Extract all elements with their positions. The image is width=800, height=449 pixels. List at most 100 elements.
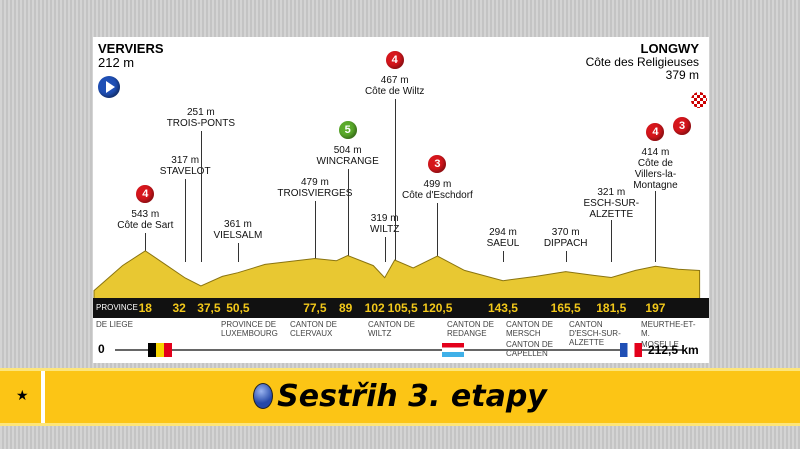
altitude-stem <box>611 211 613 262</box>
climb-badge: 4 <box>136 185 155 203</box>
distance-start: 0 <box>98 342 105 356</box>
region-label: CANTON DE MERSCH <box>506 320 553 338</box>
route-line <box>115 349 683 351</box>
altitude-stem <box>437 203 439 262</box>
region-label: PROVINCE DE LUXEMBOURG <box>221 320 278 338</box>
altitude-stem <box>145 233 147 262</box>
start-play-icon[interactable] <box>98 76 120 98</box>
point-name: TROISVIERGES <box>277 188 353 199</box>
video-title: Sestřih 3. etapy <box>0 379 800 414</box>
start-altitude: 212 m <box>98 55 135 70</box>
finish-town: LONGWY <box>640 41 700 56</box>
point-altitude: 251 m <box>186 107 215 118</box>
point-name: Côte d'Eschdorf <box>402 190 473 201</box>
point-altitude: 499 m <box>423 179 452 190</box>
km-mark: 181,5 <box>596 301 627 315</box>
climb-badge: 3 <box>428 155 447 173</box>
finish-climb: Côte des Religieuses <box>585 55 699 69</box>
point-name: TROIS-PONTS <box>166 118 236 129</box>
region-label: MOSELLE <box>641 340 679 349</box>
point-altitude: 294 m <box>489 227 517 238</box>
point-altitude: 414 m <box>641 147 670 158</box>
altitude-stem <box>384 237 386 262</box>
climb-badge: 4 <box>646 123 665 141</box>
altitude-stem <box>314 201 316 262</box>
video-title-banner: ★ Sestřih 3. etapy <box>0 368 800 426</box>
point-altitude: 467 m <box>380 75 409 86</box>
region-label: MEURTHE-ET-M. <box>641 320 696 338</box>
altitude-stem <box>502 251 504 262</box>
point-altitude: 361 m <box>224 219 252 230</box>
star-icon: ★ <box>16 387 29 403</box>
altitude-stem <box>237 243 239 262</box>
france-flag-icon <box>620 343 642 357</box>
profile-area <box>93 250 701 300</box>
altitude-stem <box>200 131 202 262</box>
star-box: ★ <box>0 371 45 423</box>
point-name: WILTZ <box>370 224 400 235</box>
km-mark: 18 <box>138 301 152 315</box>
point-name: VIELSALM <box>213 230 263 241</box>
finish-climb-badge: 3 <box>673 117 691 135</box>
altitude-stem <box>565 251 567 262</box>
elevation-profile <box>93 250 701 300</box>
km-mark: 197 <box>645 301 666 315</box>
region-label: CANTON DE REDANGE <box>447 320 494 338</box>
start-town: VERVIERS <box>98 41 164 56</box>
altitude-stem <box>394 99 396 262</box>
point-name: STAVELOT <box>159 166 211 177</box>
altitude-stem <box>655 171 657 262</box>
point-name: ESCH-SUR-ALZETTE <box>583 198 640 220</box>
blue-ball-icon <box>253 383 274 409</box>
point-altitude: 319 m <box>370 213 399 224</box>
finish-altitude: 379 m <box>665 68 699 82</box>
climb-badge: 4 <box>385 51 404 69</box>
province-label: PROVINCE <box>96 303 138 312</box>
distance-total: 212,5 km <box>648 343 699 357</box>
finish-flag-icon <box>691 92 707 108</box>
point-name: Côte de Wiltz <box>364 86 425 97</box>
region-label: CANTON DE CAPELLEN <box>506 340 553 358</box>
point-name: WINCRANGE <box>316 156 379 167</box>
stage-profile: VERVIERS 212 m LONGWY Côte des Religieus… <box>93 37 709 363</box>
title-text: Sestřih 3. etapy <box>277 379 547 414</box>
point-altitude: 479 m <box>300 177 329 188</box>
point-altitude: 317 m <box>171 155 200 166</box>
point-altitude: 543 m <box>131 209 160 220</box>
altitude-stem <box>347 169 349 262</box>
point-name: Côte de Villers-la-Montagne <box>633 158 678 191</box>
km-mark: 120,5 <box>422 301 453 315</box>
km-mark: 143,5 <box>487 301 518 315</box>
km-mark: 37,5 <box>197 301 221 315</box>
point-name: Côte de Sart <box>117 220 174 231</box>
sprint-badge: 5 <box>338 121 357 139</box>
km-mark: 50,5 <box>226 301 250 315</box>
point-altitude: 504 m <box>333 145 362 156</box>
luxembourg-flag-icon <box>442 343 464 357</box>
point-altitude: 370 m <box>551 227 580 238</box>
km-mark: 89 <box>338 301 353 315</box>
km-mark: 32 <box>172 301 186 315</box>
point-altitude: 321 m <box>597 187 626 198</box>
km-mark: 102 <box>364 301 385 315</box>
point-name: SAEUL <box>486 238 520 249</box>
region-label: CANTON D'ESCH-SUR-ALZETTE <box>569 320 621 347</box>
region-label: CANTON DE WILTZ <box>368 320 415 338</box>
altitude-stem <box>185 179 187 262</box>
km-mark: 77,5 <box>303 301 327 315</box>
km-mark: 105,5 <box>387 301 418 315</box>
region-label: DE LIEGE <box>96 320 133 329</box>
point-name: DIPPACH <box>543 238 588 249</box>
